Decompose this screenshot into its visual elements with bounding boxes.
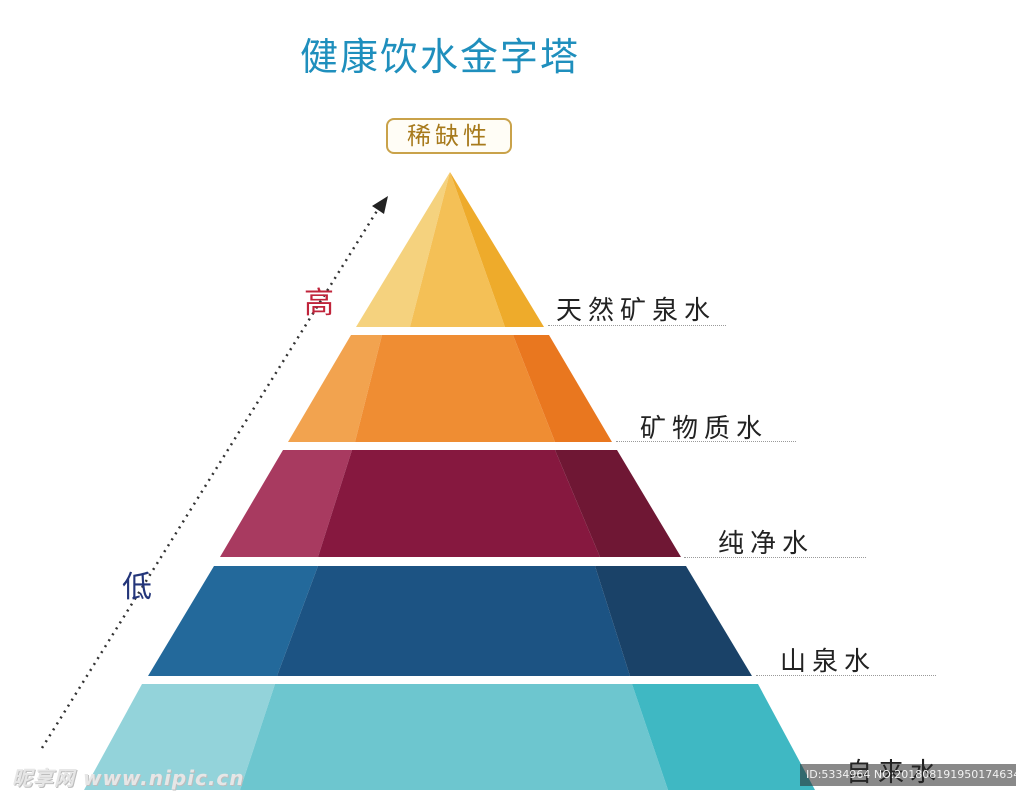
- high-label: 高: [304, 286, 334, 321]
- layer-1-label: 天然矿泉水: [556, 296, 717, 326]
- layer-1-mid-face: [410, 172, 505, 327]
- layer-5-left-face: [84, 684, 275, 790]
- low-label: 低: [122, 570, 152, 605]
- pyramid-layer-1: [356, 172, 544, 327]
- layer-3-label: 纯净水: [718, 529, 815, 559]
- layer-2-mid-face: [355, 335, 555, 442]
- layer-4-right-face: [595, 566, 752, 676]
- watermark-left: 昵享网 www.nipic.cn: [12, 766, 245, 790]
- layer-2-left-face: [288, 335, 382, 442]
- layer-1-left-face: [356, 172, 450, 327]
- scarcity-arrow-line: [40, 205, 382, 749]
- layer-4-mid-face: [277, 566, 630, 676]
- layer-4-left-face: [148, 566, 318, 676]
- pyramid-layer-4: [148, 566, 752, 676]
- watermark-right: ID:5334964 NO:20180819195017463405: [800, 764, 1016, 786]
- page-title: 健康饮水金字塔: [300, 35, 581, 79]
- layer-2-leader-line: [616, 441, 796, 442]
- layer-3-left-face: [220, 450, 352, 557]
- arrow-head-icon: [372, 196, 388, 214]
- layer-2-label: 矿物质水: [640, 414, 769, 444]
- layer-4-leader-line: [756, 675, 936, 676]
- layer-5-mid-face: [240, 684, 668, 790]
- layer-3-mid-face: [318, 450, 600, 557]
- layer-1-leader-line: [548, 325, 726, 326]
- pyramid-layer-5: [84, 684, 815, 790]
- layer-3-leader-line: [684, 557, 866, 558]
- layer-5-right-face: [632, 684, 815, 790]
- layer-4-label: 山泉水: [780, 647, 877, 677]
- layer-2-right-face: [513, 335, 612, 442]
- pyramid-layer-3: [220, 450, 681, 557]
- layer-1-right-face: [450, 172, 544, 327]
- pyramid-layer-2: [288, 335, 612, 442]
- layer-3-right-face: [555, 450, 681, 557]
- scarcity-badge: 稀缺性: [386, 118, 512, 154]
